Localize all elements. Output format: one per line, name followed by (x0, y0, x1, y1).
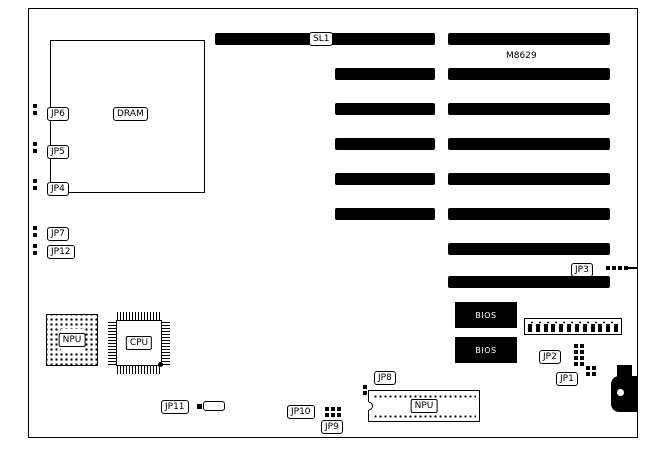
expansion-slot (448, 276, 610, 288)
npu-dip-label: NPU (410, 399, 438, 413)
cpu-pins-top (117, 312, 161, 320)
jumper-jp2-pins (574, 344, 584, 366)
dip-switch-position (535, 324, 540, 332)
jumper-jp4-label: JP4 (47, 182, 69, 196)
cpu-pin1-dot (158, 362, 163, 367)
jumper-jp10-label: JP10 (287, 405, 315, 419)
npu-dip-notch (368, 401, 373, 411)
dip-switch-position (543, 324, 548, 332)
dip-switch-position (582, 324, 587, 332)
jumper-jp8-pins (363, 385, 367, 395)
expansion-slot (448, 208, 610, 220)
jumper-jp7-label: JP7 (47, 227, 69, 241)
expansion-slot (448, 138, 610, 150)
jumper-jp2-label: JP2 (539, 350, 561, 364)
expansion-slot (448, 33, 610, 45)
expansion-slot (335, 103, 435, 115)
model-text: M8629 (506, 51, 537, 61)
jumper-jp1-label: JP1 (556, 372, 578, 386)
jp11-component (203, 401, 225, 411)
bios-chip-top: BIOS (455, 302, 517, 328)
expansion-slot (448, 243, 610, 255)
dip-switch-position (559, 324, 564, 332)
dip-switch-position (567, 324, 572, 332)
jumper-jp5-pins (33, 142, 37, 153)
jumper-jp4-pins (33, 179, 37, 190)
expansion-slot (448, 68, 610, 80)
cpu-chip: CPU (108, 312, 170, 374)
expansion-slot (335, 173, 435, 185)
expansion-slot (448, 103, 610, 115)
dram-label: DRAM (113, 107, 148, 121)
jp11-component-pin (197, 404, 202, 409)
keyboard-connector-hole (617, 389, 624, 396)
npu-dip-socket: NPU (368, 390, 480, 422)
keyboard-connector-tab (617, 365, 632, 378)
jumper-jp10-pins (325, 407, 341, 417)
dip-switch-position (606, 324, 611, 332)
expansion-slot (335, 68, 435, 80)
jumper-jp9-label: JP9 (321, 420, 343, 434)
npu-dip-pins-bottom (372, 413, 476, 419)
expansion-slot (335, 138, 435, 150)
cpu-label: CPU (125, 336, 153, 350)
dip-switch-position (574, 324, 579, 332)
dip-switch-position (598, 324, 603, 332)
jumper-jp11-label: JP11 (161, 400, 189, 414)
jumper-jp12-pins (33, 244, 37, 255)
dip-switch-position (551, 324, 556, 332)
npu-pga-socket: NPU (46, 314, 98, 366)
expansion-slot (335, 208, 435, 220)
jumper-jp6-label: JP6 (47, 107, 69, 121)
jumper-jp5-label: JP5 (47, 145, 69, 159)
keyboard-connector (611, 376, 638, 412)
sl1-label: SL1 (309, 32, 334, 46)
jumper-jp1-pins (586, 366, 596, 376)
jumper-jp8-label: JP8 (374, 371, 396, 385)
dip-switch-position (528, 324, 532, 332)
cpu-pins-right (162, 321, 170, 365)
dip-switch-position (590, 324, 595, 332)
jumper-jp12-label: JP12 (47, 245, 75, 259)
jp3-trace-line (628, 267, 638, 269)
npu-dip-pins-top (372, 393, 476, 399)
expansion-slot (448, 173, 610, 185)
npu-socket-label: NPU (58, 333, 86, 347)
jumper-jp7-pins (33, 226, 37, 237)
jumper-jp3-label: JP3 (571, 263, 593, 277)
bios-chip-bottom: BIOS (455, 337, 517, 363)
dip-switch-block (524, 318, 622, 335)
board-outline (28, 8, 638, 438)
cpu-pins-bottom (117, 366, 161, 374)
cpu-pins-left (108, 321, 116, 365)
jumper-jp3-pins (606, 266, 628, 270)
dip-switch-position (613, 324, 618, 332)
jumper-jp6-pins (33, 104, 37, 115)
